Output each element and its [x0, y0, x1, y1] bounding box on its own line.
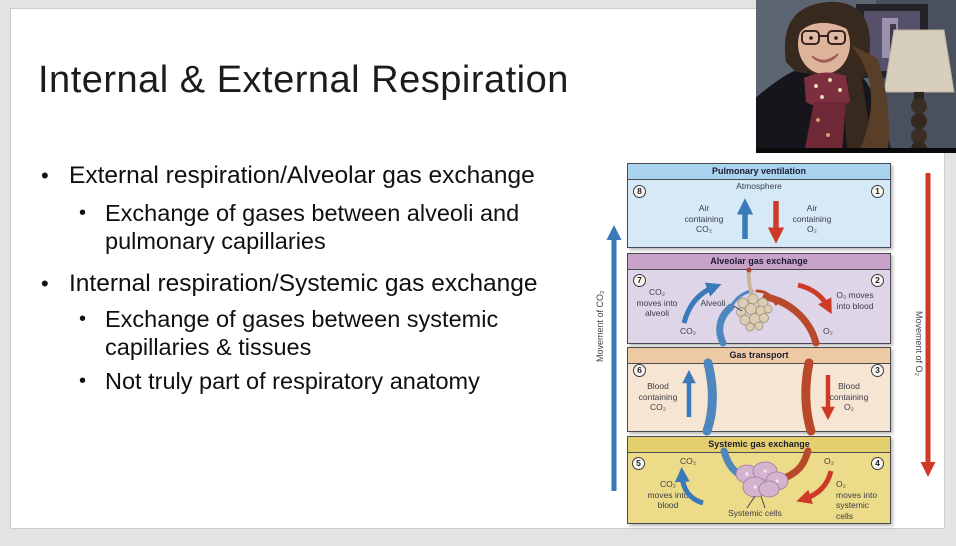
step-number-6: 6: [633, 364, 646, 377]
presenter-illustration: [756, 0, 956, 153]
bullet-item: • External respiration/Alveolar gas exch…: [41, 161, 535, 190]
o2-moves-into-systemic-cells-label: O₂ moves into systemic cells: [836, 479, 891, 521]
presenter-bangs: [796, 8, 850, 38]
label-line: containing: [638, 391, 678, 402]
label-line: CO₂: [659, 479, 677, 489]
bullet-item: • Internal respiration/Systemic gas exch…: [41, 269, 537, 298]
bullet-text: External respiration/Alveolar gas exchan…: [69, 162, 535, 189]
label-line: CO₂: [648, 287, 666, 297]
webcam-video: [756, 0, 956, 153]
step-number-2: 2: [871, 274, 884, 287]
section-title: Pulmonary ventilation: [628, 164, 890, 180]
alveoli-label: Alveoli: [700, 298, 726, 308]
bullet-subitem: • Exchange of gases between alveoli and …: [79, 199, 585, 255]
bullet-glyph: •: [79, 308, 87, 330]
bullet-glyph: •: [41, 163, 49, 188]
label-line: moves into: [836, 489, 878, 500]
section-title: Alveolar gas exchange: [628, 254, 890, 270]
lamp: [883, 29, 955, 153]
label-line: moves into: [636, 297, 678, 308]
presenter-smile: [811, 53, 839, 63]
label-line: containing: [829, 391, 869, 402]
air-containing-o2-label: Air containing O₂: [773, 203, 851, 235]
label-line: containing: [792, 213, 832, 224]
label-line: alveoli: [644, 308, 670, 318]
movement-of-o2-label: Movement of O₂: [914, 311, 924, 377]
atmosphere-label: Atmosphere: [736, 181, 782, 191]
systemic-cells-label: Systemic cells: [728, 508, 782, 518]
bullet-text: Exchange of gases between systemic capil…: [105, 306, 499, 360]
step-number-5: 5: [632, 457, 645, 470]
air-containing-co2-label: Air containing CO₂: [665, 203, 743, 235]
bullet-glyph: •: [41, 271, 49, 296]
step-number-1: 1: [871, 185, 884, 198]
label-line: Air: [698, 203, 710, 213]
bullet-glyph: •: [79, 202, 87, 224]
step-number-8: 8: [633, 185, 646, 198]
bullet-glyph: •: [79, 370, 87, 392]
bullet-text: Exchange of gases between alveoli and pu…: [105, 200, 520, 254]
section-title: Gas transport: [628, 348, 890, 364]
presenter-hair-highlight: [851, 45, 889, 153]
presenter-scarf: [804, 72, 850, 153]
bullet-text: Not truly part of respiratory anatomy: [105, 368, 480, 394]
co2-moves-into-alveoli-label: CO₂ moves into alveoli: [626, 287, 688, 319]
label-line: systemic: [836, 500, 870, 510]
section-pulmonary-ventilation: Pulmonary ventilation: [627, 163, 891, 248]
blood-containing-o2-label: Blood containing O₂: [819, 381, 879, 413]
blood-containing-co2-label: Blood containing CO₂: [628, 381, 688, 413]
label-line: Blood: [647, 381, 669, 391]
co2-gas-label: CO₂: [679, 326, 697, 336]
bullet-text: Internal respiration/Systemic gas exchan…: [69, 270, 538, 297]
label-line: CO₂: [695, 224, 713, 234]
step-number-7: 7: [633, 274, 646, 287]
label-line: cells: [836, 510, 854, 521]
label-line: O₂: [836, 479, 846, 489]
label-line: into blood: [836, 300, 874, 311]
section-title: Systemic gas exchange: [628, 437, 890, 453]
section-gas-transport: Gas transport: [627, 347, 891, 432]
presenter: [756, 1, 892, 153]
webcam-bottom-bar: [756, 148, 956, 153]
respiration-diagram: Pulmonary ventilation 8 1 Atmosphere Air…: [595, 159, 945, 531]
label-line: O₂: [844, 402, 854, 412]
label-line: blood: [657, 500, 679, 510]
label-line: CO₂: [649, 402, 667, 412]
co2-gas-label: CO₂: [679, 456, 697, 466]
o2-moves-into-blood-label: O₂ moves into blood: [824, 290, 886, 311]
step-number-4: 4: [871, 457, 884, 470]
label-line: O₂: [807, 224, 817, 234]
o2-gas-label: O₂: [823, 326, 833, 336]
movement-of-co2-label: Movement of CO₂: [595, 290, 605, 362]
label-line: containing: [684, 213, 724, 224]
co2-moves-into-blood-label: CO₂ moves into blood: [637, 479, 699, 511]
step-number-3: 3: [871, 364, 884, 377]
presenter-face: [798, 14, 850, 74]
bullet-subitem: • Exchange of gases between systemic cap…: [79, 305, 535, 361]
label-line: Air: [806, 203, 818, 213]
o2-gas-label: O₂: [824, 456, 834, 466]
label-line: moves into: [647, 489, 689, 500]
bullet-subitem: • Not truly part of respiratory anatomy: [79, 367, 480, 395]
slide-title: Internal & External Respiration: [38, 59, 569, 101]
label-line: Blood: [838, 381, 860, 391]
label-line: O₂ moves: [836, 290, 874, 300]
